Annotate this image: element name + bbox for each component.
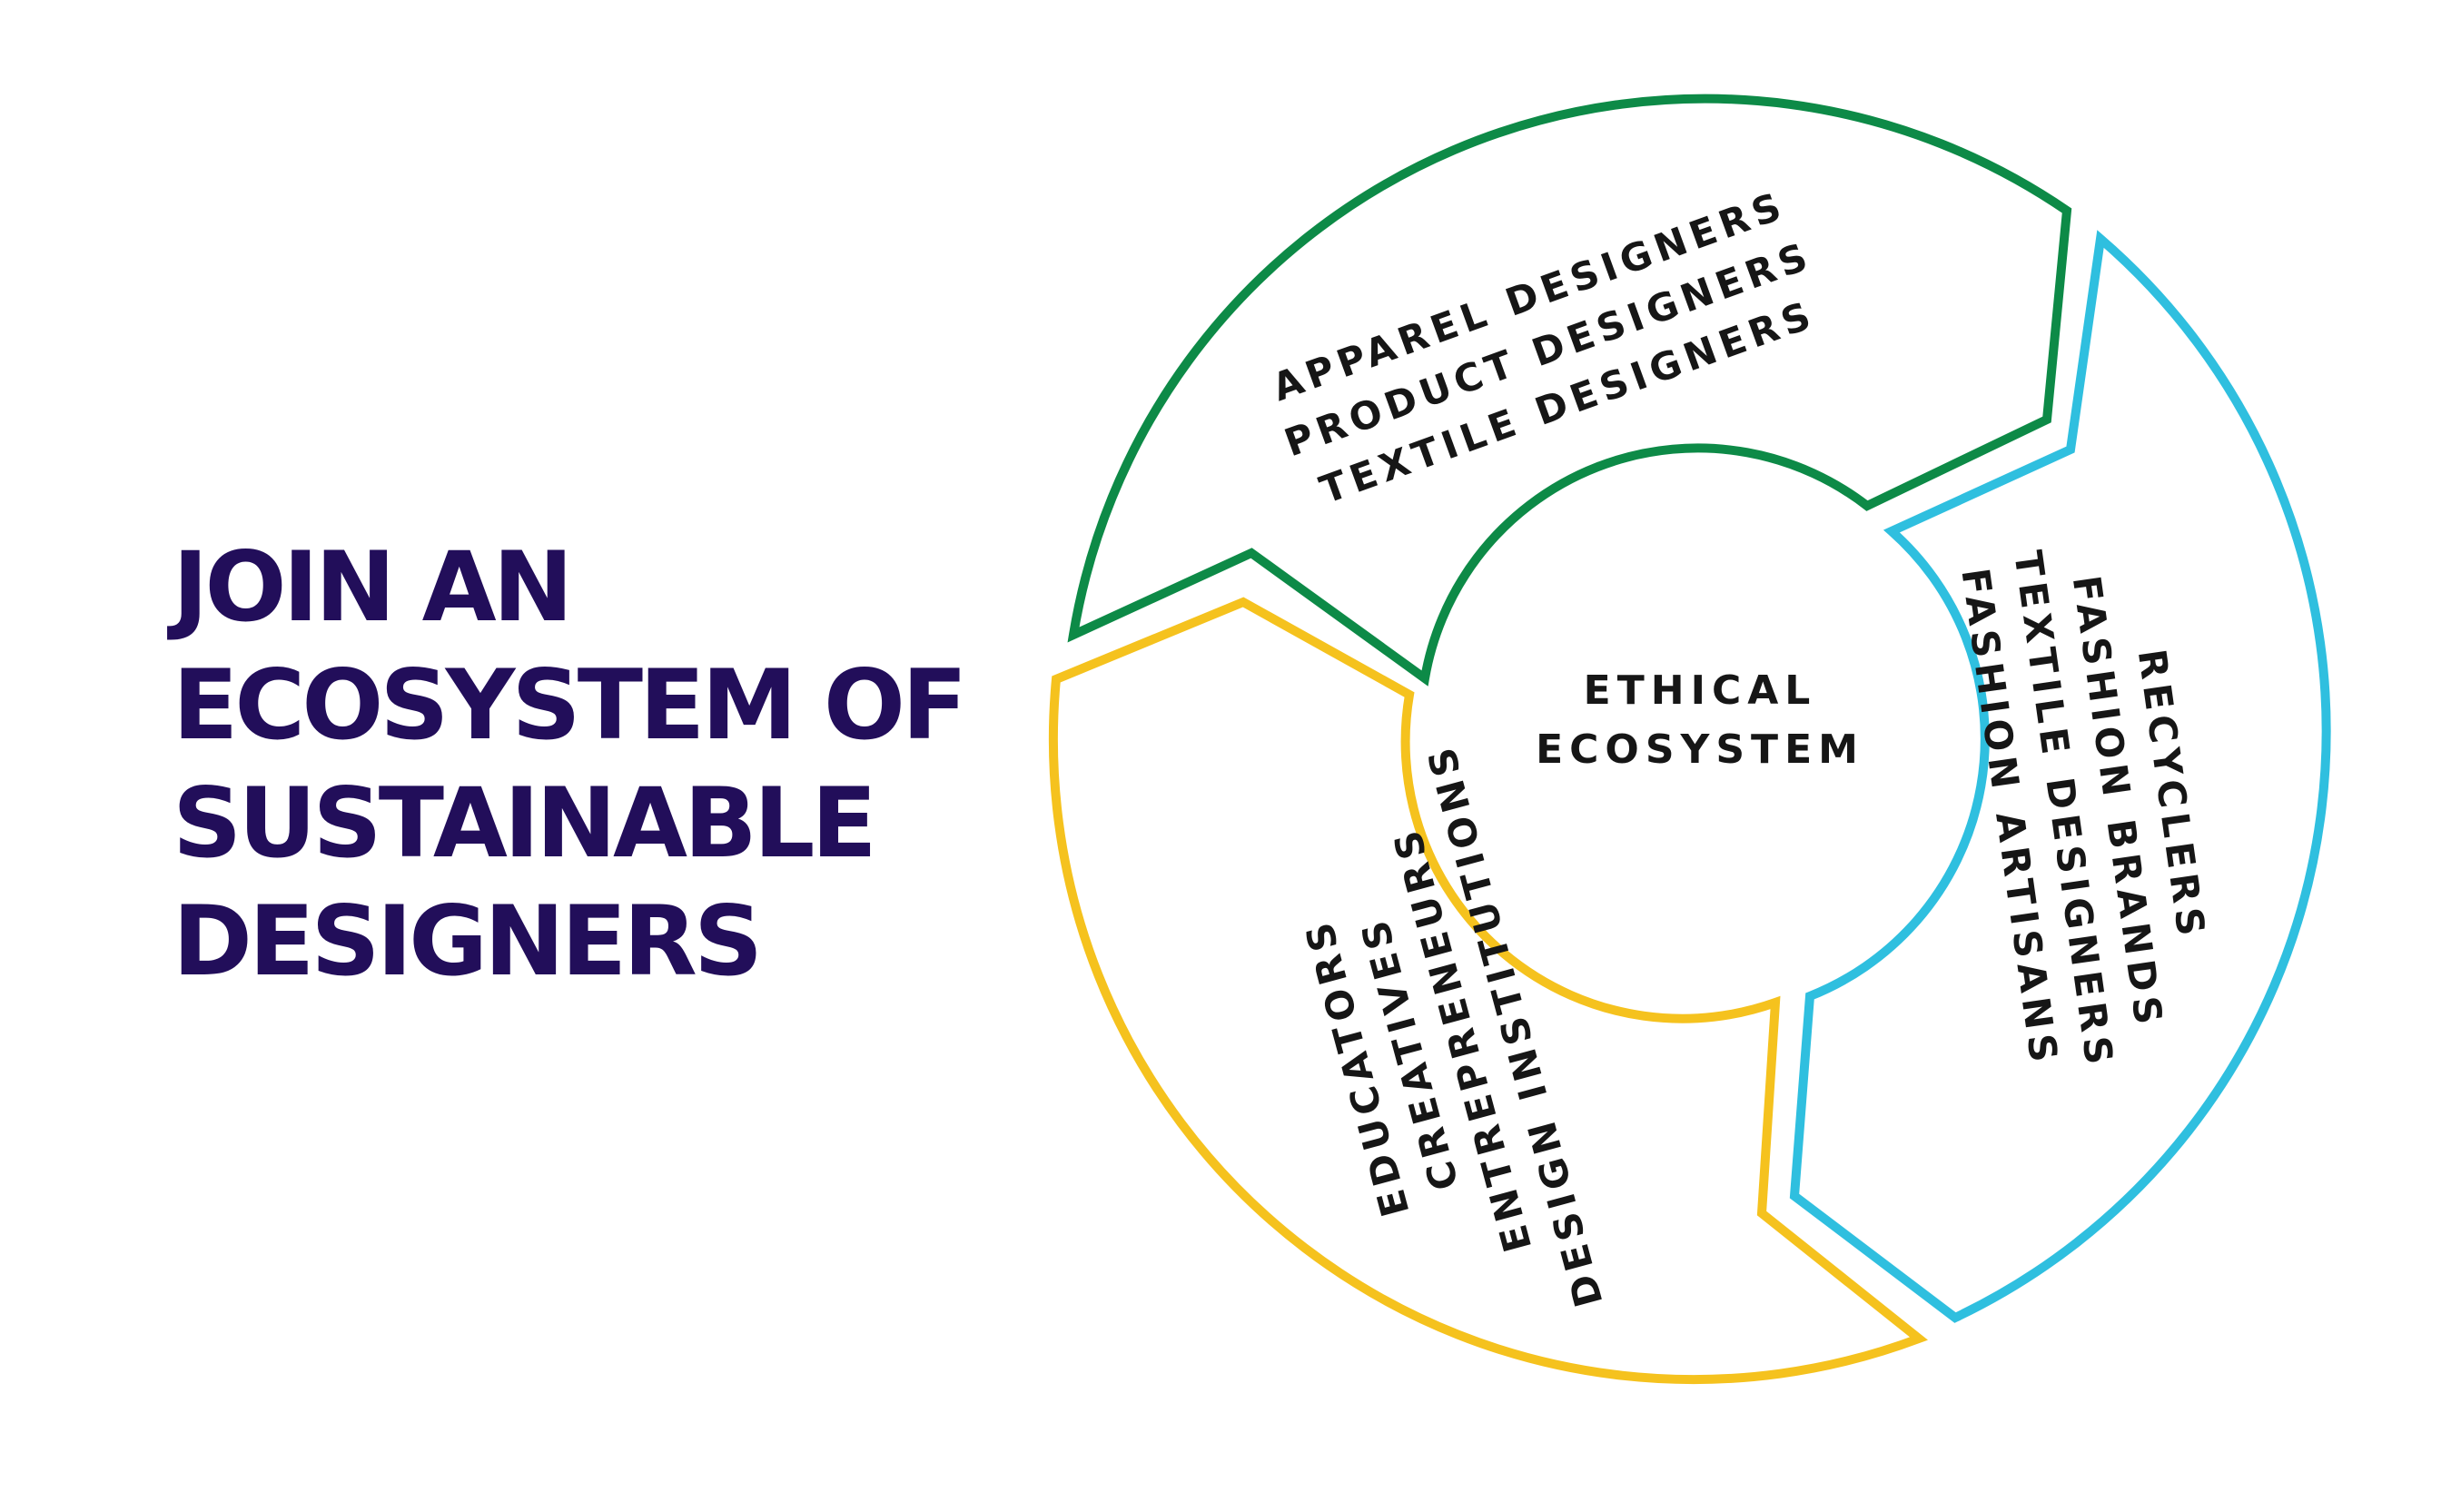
headline-line: ECOSYSTEM OF (173, 649, 967, 761)
headline-line: SUSTAINABLE (173, 767, 877, 879)
center-label-line: ECOSYSTEM (1536, 726, 1864, 773)
headline-line: JOIN AN (173, 531, 573, 643)
headline: JOIN AN ECOSYSTEM OF SUSTAINABLE DESIGNE… (173, 529, 1035, 1001)
segment-outline-apparel (1067, 94, 2072, 687)
center-label-line: ETHICAL (1584, 667, 1817, 714)
segment-labels-recyclers: RECYCLERS FASHION BRANDS TEXTILE DESIGNE… (1952, 548, 2214, 1072)
segment-outline-educators (1048, 597, 1929, 1385)
segment-outline-recyclers (1789, 230, 2331, 1323)
segment-labels-apparel: APPAREL DESIGNERS PRODUCT DESIGNERS TEXT… (1267, 183, 1822, 512)
segment-labels-educators: EDUCATORS CREATIVES ENTREPRENEURS DESIGN… (1296, 737, 1612, 1311)
center-label: ETHICAL ECOSYSTEM (1536, 667, 1864, 773)
headline-line: DESIGNERS (173, 885, 763, 997)
